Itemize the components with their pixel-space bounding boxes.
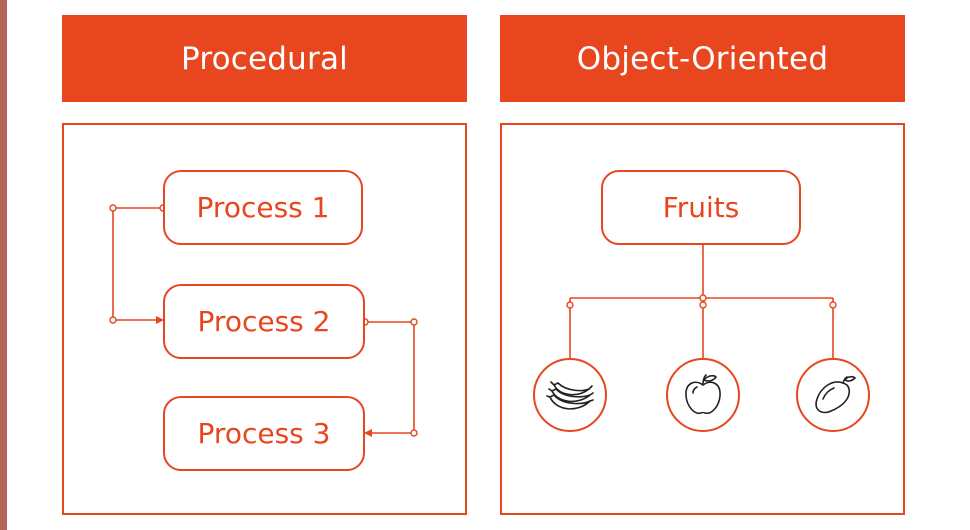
side-strip [0, 0, 7, 530]
arrow-head-p3 [364, 429, 372, 437]
process-3-label: Process 3 [197, 417, 331, 450]
banana-circle [533, 358, 607, 432]
process-1-label: Process 1 [196, 191, 330, 224]
fruits-node: Fruits [601, 170, 801, 245]
process-1-node: Process 1 [163, 170, 363, 245]
object-oriented-header: Object-Oriented [500, 15, 905, 102]
procedural-title: Procedural [181, 40, 348, 77]
object-oriented-title: Object-Oriented [576, 40, 829, 77]
arrow-head-p2 [156, 316, 164, 324]
apple-icon [685, 374, 721, 415]
fruits-label: Fruits [662, 191, 740, 224]
mango-circle [796, 358, 870, 432]
mango-icon [815, 375, 856, 414]
banana-icon [546, 381, 594, 410]
connector-p1-p2 [112, 207, 163, 321]
connector-p2-p3 [365, 321, 415, 434]
process-2-node: Process 2 [163, 284, 365, 359]
procedural-header: Procedural [62, 15, 467, 102]
process-2-label: Process 2 [197, 305, 331, 338]
apple-circle [666, 358, 740, 432]
process-3-node: Process 3 [163, 396, 365, 471]
